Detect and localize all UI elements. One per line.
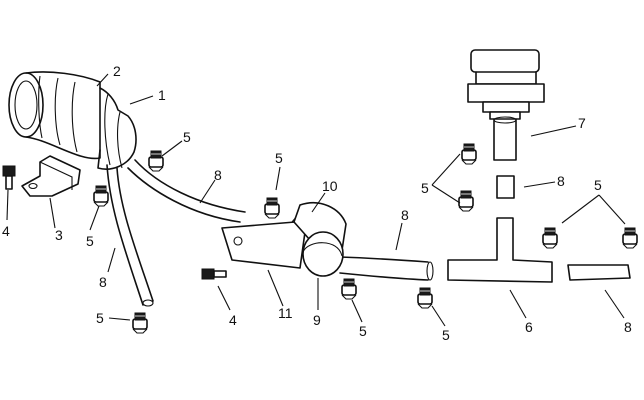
- clip-5i: [542, 227, 558, 249]
- callout-4a: 4: [2, 223, 10, 239]
- callout-2: 2: [113, 63, 121, 79]
- callout-8b: 8: [214, 167, 222, 183]
- clip-5d: [264, 197, 280, 219]
- callout-8e: 8: [624, 319, 632, 335]
- callout-8d: 8: [557, 173, 565, 189]
- callout-3: 3: [55, 227, 63, 243]
- clip-5j: [622, 227, 638, 249]
- callout-8a: 8: [99, 274, 107, 290]
- callout-5d: 5: [275, 150, 283, 166]
- clip-5a: [148, 150, 164, 172]
- clip-5b: [93, 185, 109, 207]
- valve-body: [293, 201, 347, 277]
- callout-4b: 4: [229, 312, 237, 328]
- hose-segment-long: [567, 264, 631, 281]
- hose-left-down: [106, 164, 154, 307]
- clip-5e: [341, 278, 357, 300]
- callout-5c: 5: [96, 310, 104, 326]
- clip-5c: [132, 312, 148, 334]
- callout-5h: 5: [594, 177, 602, 193]
- callout-5b: 5: [86, 233, 94, 249]
- callout-10: 10: [322, 178, 338, 194]
- callout-1: 1: [158, 87, 166, 103]
- clip-5h: [458, 190, 474, 212]
- filler-cap-assembly: [467, 49, 545, 161]
- leader-lines: [6, 73, 626, 327]
- hose-right: [339, 256, 434, 281]
- mounting-bracket: [21, 155, 81, 197]
- clip-5f: [417, 287, 433, 309]
- clip-5g: [461, 143, 477, 165]
- tee-fitting: [447, 217, 553, 283]
- callout-5e: 5: [359, 323, 367, 339]
- callout-5a: 5: [183, 129, 191, 145]
- canister-assembly: [8, 71, 137, 170]
- callout-8c: 8: [401, 207, 409, 223]
- callout-11: 11: [278, 305, 293, 321]
- bolt-center: [201, 268, 227, 280]
- callout-9: 9: [313, 312, 321, 328]
- hose-segment-small: [496, 175, 515, 199]
- callout-5f: 5: [442, 327, 450, 343]
- callout-7: 7: [578, 115, 586, 131]
- hose-main: [127, 159, 246, 223]
- callout-5g: 5: [421, 180, 429, 196]
- bolt-left: [2, 165, 16, 190]
- callout-6: 6: [525, 319, 533, 335]
